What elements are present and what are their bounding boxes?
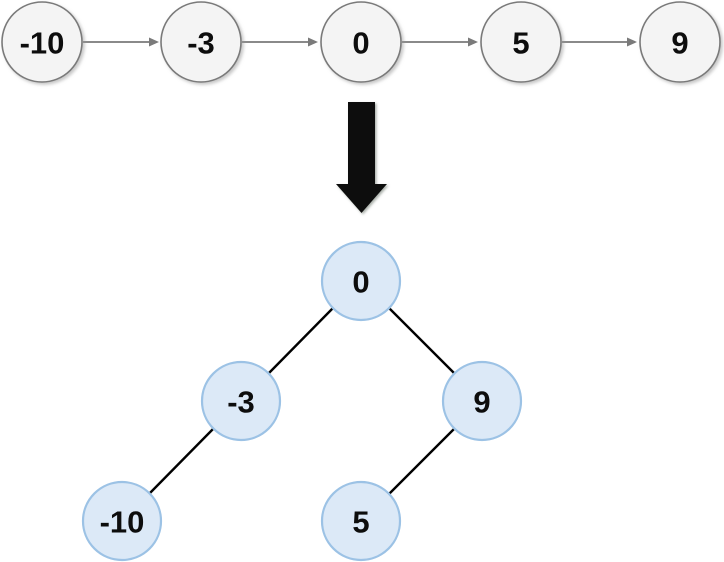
bst-node-right[interactable]: 9: [441, 360, 523, 442]
list-node-minus10[interactable]: -10: [1, 1, 83, 83]
bst-node-root[interactable]: 0: [320, 240, 402, 322]
list-arrow-1: [242, 37, 318, 47]
bst-node-label: -3: [227, 385, 255, 420]
bst-edge-left-leftleft: [148, 427, 215, 495]
bst-node-label: 5: [352, 505, 369, 540]
transform-down-arrow: [336, 102, 387, 213]
bst-node-leftleft[interactable]: -10: [81, 480, 163, 562]
list-node-label: -10: [20, 26, 65, 61]
bst-node-label: 0: [352, 265, 369, 300]
bst-node-label: -10: [100, 505, 145, 540]
bst-edge-root-right: [388, 307, 456, 375]
bst-edges: [148, 307, 456, 495]
list-arrow-3: [562, 37, 637, 47]
list-node-zero[interactable]: 0: [320, 1, 402, 83]
list-node-label: 9: [671, 26, 688, 61]
list-node-nine[interactable]: 9: [639, 1, 721, 83]
list-node-label: -3: [187, 26, 215, 61]
binary-search-tree: 0 -3 9 -10 5: [81, 240, 523, 562]
list-node-minus3[interactable]: -3: [160, 1, 242, 83]
linked-list-arrows: [83, 37, 637, 47]
list-arrow-2: [402, 37, 478, 47]
list-node-label: 5: [512, 26, 529, 61]
bst-node-rightleft[interactable]: 5: [320, 480, 402, 562]
list-node-label: 0: [352, 26, 369, 61]
list-arrow-0: [83, 37, 159, 47]
bst-edge-right-rightleft: [388, 427, 456, 495]
bst-edge-root-left: [267, 307, 334, 375]
bst-node-left[interactable]: -3: [200, 360, 282, 442]
list-node-five[interactable]: 5: [480, 1, 562, 83]
bst-node-label: 9: [473, 385, 490, 420]
linked-list: -10 -3 0 5 9: [1, 1, 721, 83]
